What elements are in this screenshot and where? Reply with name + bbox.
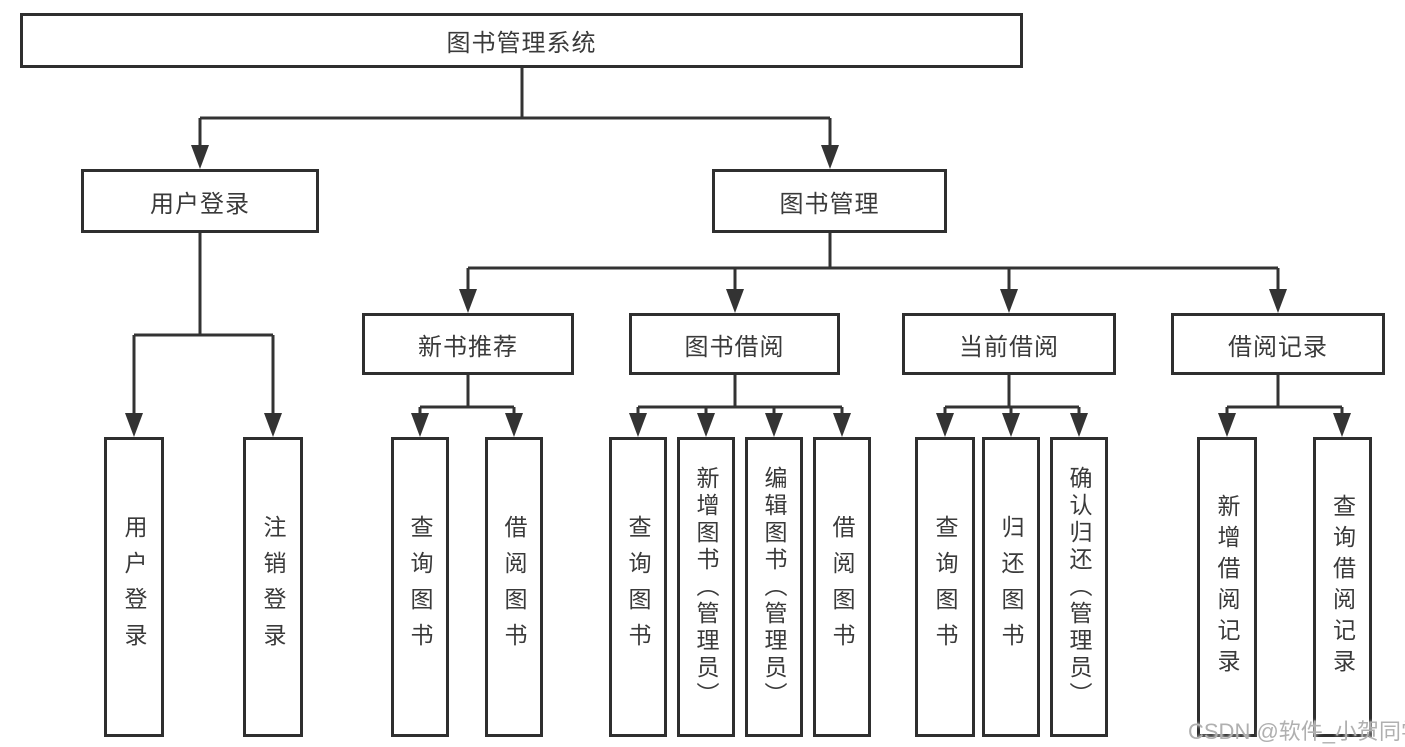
node-current-borrow-label: 当前借阅	[959, 333, 1059, 361]
node-borrow-records-label: 借阅记录	[1228, 333, 1328, 361]
leaf-borrow-books-borrow-label: 借阅图书	[829, 515, 855, 659]
watermark: CSDN @软件_小贺同学	[1188, 719, 1405, 744]
node-book-management: 图书管理	[712, 169, 947, 233]
node-root: 图书管理系统	[20, 13, 1023, 68]
leaf-add-book-admin: 新增图书（管理员）	[677, 437, 735, 737]
leaf-query-borrow-record: 查询借阅记录	[1313, 437, 1372, 737]
leaf-query-borrow-record-label: 查询借阅记录	[1329, 494, 1356, 680]
leaf-add-borrow-record: 新增借阅记录	[1197, 437, 1257, 737]
leaf-user-login-label: 用户登录	[121, 515, 147, 659]
leaf-query-books-recommend: 查询图书	[391, 437, 449, 737]
leaf-query-books-recommend-label: 查询图书	[407, 515, 433, 659]
leaf-add-book-admin-label: 新增图书（管理员）	[693, 465, 719, 709]
node-new-book-recommend-label: 新书推荐	[418, 333, 518, 361]
leaf-query-books-current-label: 查询图书	[932, 515, 958, 659]
node-root-label: 图书管理系统	[446, 30, 597, 57]
node-user-login: 用户登录	[81, 169, 319, 233]
leaf-return-book: 归还图书	[982, 437, 1040, 737]
leaf-user-login: 用户登录	[104, 437, 164, 737]
leaf-query-books-borrow: 查询图书	[609, 437, 667, 737]
arrowheads	[125, 145, 1351, 437]
leaf-borrow-books-recommend-label: 借阅图书	[501, 515, 527, 659]
leaf-return-book-label: 归还图书	[998, 515, 1024, 659]
leaf-add-borrow-record-label: 新增借阅记录	[1214, 494, 1240, 680]
leaf-logout-label: 注销登录	[260, 515, 286, 659]
leaf-query-books-current: 查询图书	[915, 437, 975, 737]
node-book-borrow-label: 图书借阅	[684, 333, 785, 361]
node-user-login-label: 用户登录	[150, 190, 250, 218]
leaf-logout: 注销登录	[243, 437, 303, 737]
node-book-borrow: 图书借阅	[629, 313, 840, 375]
node-borrow-records: 借阅记录	[1171, 313, 1385, 375]
node-current-borrow: 当前借阅	[902, 313, 1116, 375]
node-new-book-recommend: 新书推荐	[362, 313, 574, 375]
leaf-confirm-return-admin: 确认归还（管理员）	[1050, 437, 1108, 737]
node-book-management-label: 图书管理	[779, 190, 880, 218]
leaf-query-books-borrow-label: 查询图书	[625, 515, 651, 659]
leaf-edit-book-admin-label: 编辑图书（管理员）	[761, 465, 787, 709]
leaf-confirm-return-admin-label: 确认归还（管理员）	[1066, 465, 1092, 709]
leaf-borrow-books-recommend: 借阅图书	[485, 437, 543, 737]
leaf-edit-book-admin: 编辑图书（管理员）	[745, 437, 803, 737]
leaf-borrow-books-borrow: 借阅图书	[813, 437, 871, 737]
